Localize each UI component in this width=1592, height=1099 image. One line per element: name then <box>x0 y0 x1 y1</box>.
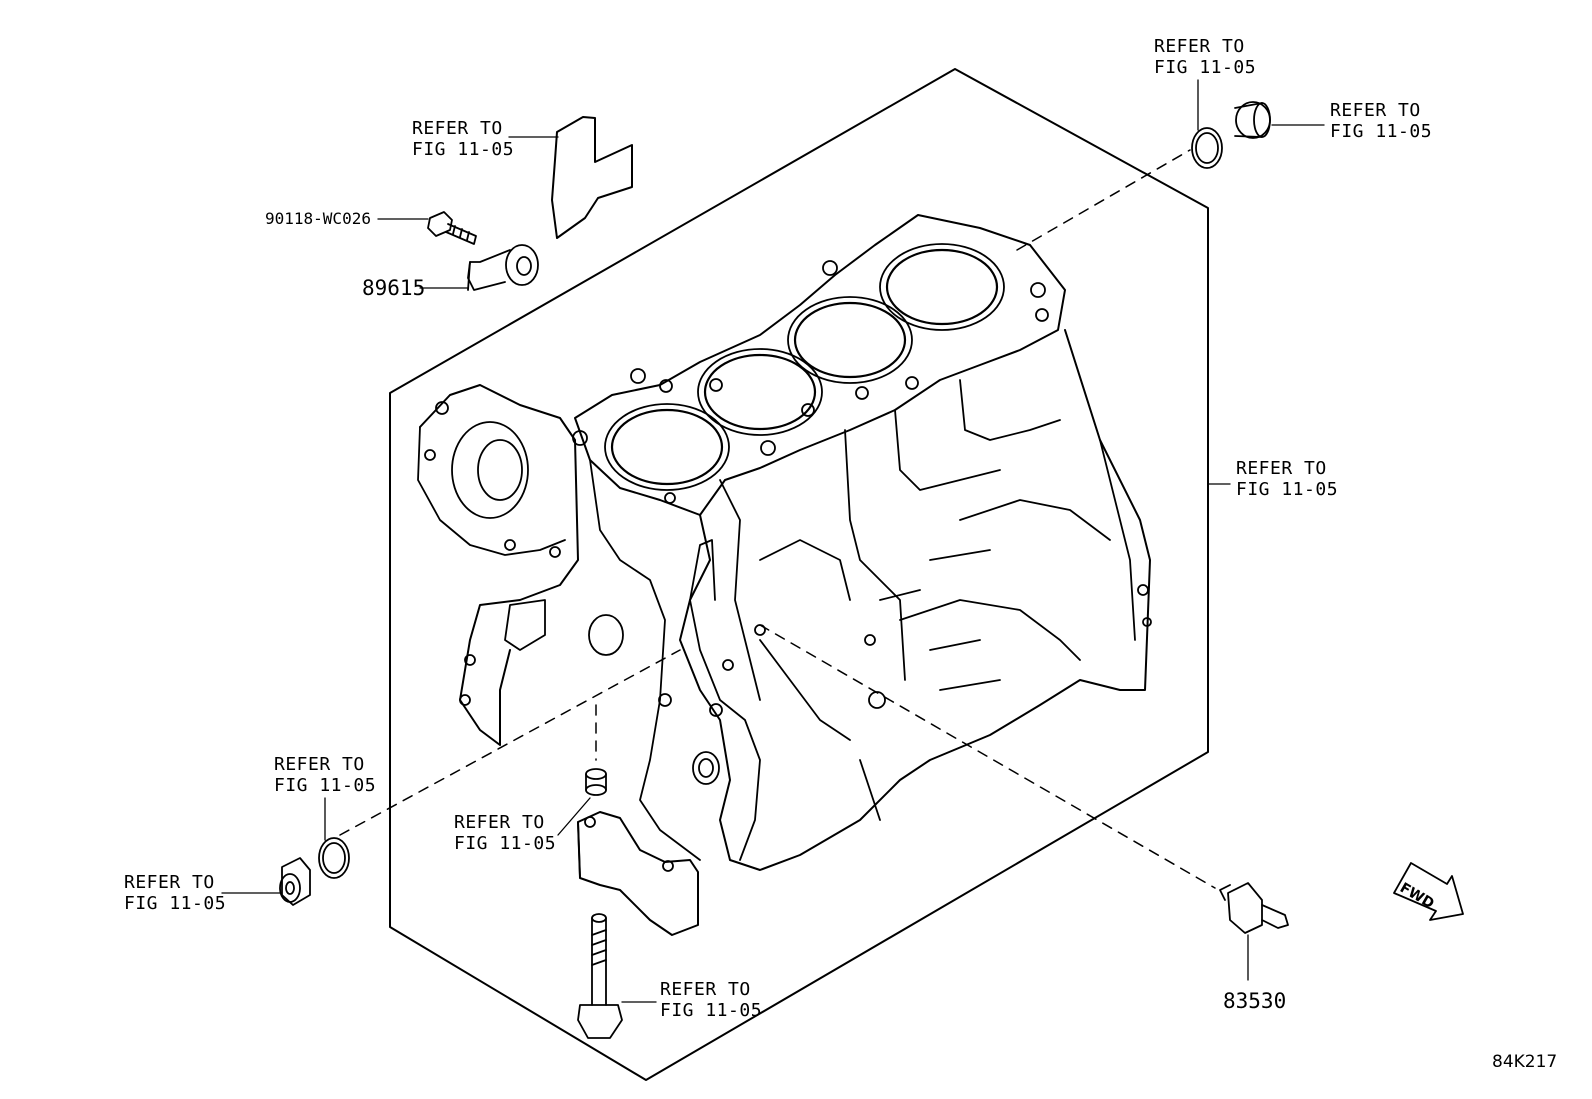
figure-code: 84K217 <box>1492 1052 1558 1072</box>
refer-line1: REFER TO <box>412 118 503 139</box>
refer-line2: FIG 11-05 <box>1236 479 1339 500</box>
assembly-boundary <box>389 68 1209 1081</box>
fwd-arrow-icon <box>1393 862 1464 921</box>
dashed-guide-lines <box>339 149 1216 889</box>
refer-line1: REFER TO <box>274 754 365 775</box>
knock-sensor-bolt <box>427 211 477 245</box>
refer-label-top-gasket[interactable]: REFER TO FIG 11-05 <box>1154 36 1256 78</box>
oil-pressure-switch-part-number[interactable]: 83530 <box>1223 989 1287 1013</box>
refer-line1: REFER TO <box>454 812 545 833</box>
refer-line2: FIG 11-05 <box>454 833 557 854</box>
refer-line2: FIG 11-05 <box>660 1000 763 1021</box>
plug-bottom-left <box>279 837 350 906</box>
cylinder-block <box>417 214 1152 871</box>
refer-line1: REFER TO <box>660 979 751 1000</box>
refer-line1: REFER TO <box>1330 100 1421 121</box>
refer-line2: FIG 11-05 <box>274 775 377 796</box>
refer-label-bottom-gasket[interactable]: REFER TO FIG 11-05 <box>274 754 376 796</box>
refer-line2: FIG 11-05 <box>1330 121 1433 142</box>
refer-label-cap-bolt[interactable]: REFER TO FIG 11-05 <box>660 979 762 1021</box>
plug-top-right <box>1191 101 1271 169</box>
refer-line1: REFER TO <box>1154 36 1245 57</box>
leader-lines <box>221 79 1325 1003</box>
refer-line1: REFER TO <box>124 872 215 893</box>
refer-label-block[interactable]: REFER TO FIG 11-05 <box>1236 458 1338 500</box>
refer-label-bottom-plug[interactable]: REFER TO FIG 11-05 <box>124 872 226 914</box>
refer-line2: FIG 11-05 <box>412 139 515 160</box>
knock-sensor-part-number[interactable]: 89615 <box>362 276 426 300</box>
refer-line2: FIG 11-05 <box>1154 57 1257 78</box>
bearing-cap <box>577 811 699 936</box>
refer-label-dowel[interactable]: REFER TO FIG 11-05 <box>454 812 556 854</box>
refer-line1: REFER TO <box>1236 458 1327 479</box>
refer-line2: FIG 11-05 <box>124 893 227 914</box>
oil-pressure-switch <box>1219 882 1289 934</box>
refer-label-baffle[interactable]: REFER TO FIG 11-05 <box>412 118 514 160</box>
bolt-part-number[interactable]: 90118-WC026 <box>265 209 371 228</box>
bearing-cap-bolt <box>577 913 623 1039</box>
refer-label-top-plug[interactable]: REFER TO FIG 11-05 <box>1330 100 1432 142</box>
baffle-plate <box>551 116 633 239</box>
knock-sensor <box>467 244 539 291</box>
dowel-pin <box>585 768 607 796</box>
